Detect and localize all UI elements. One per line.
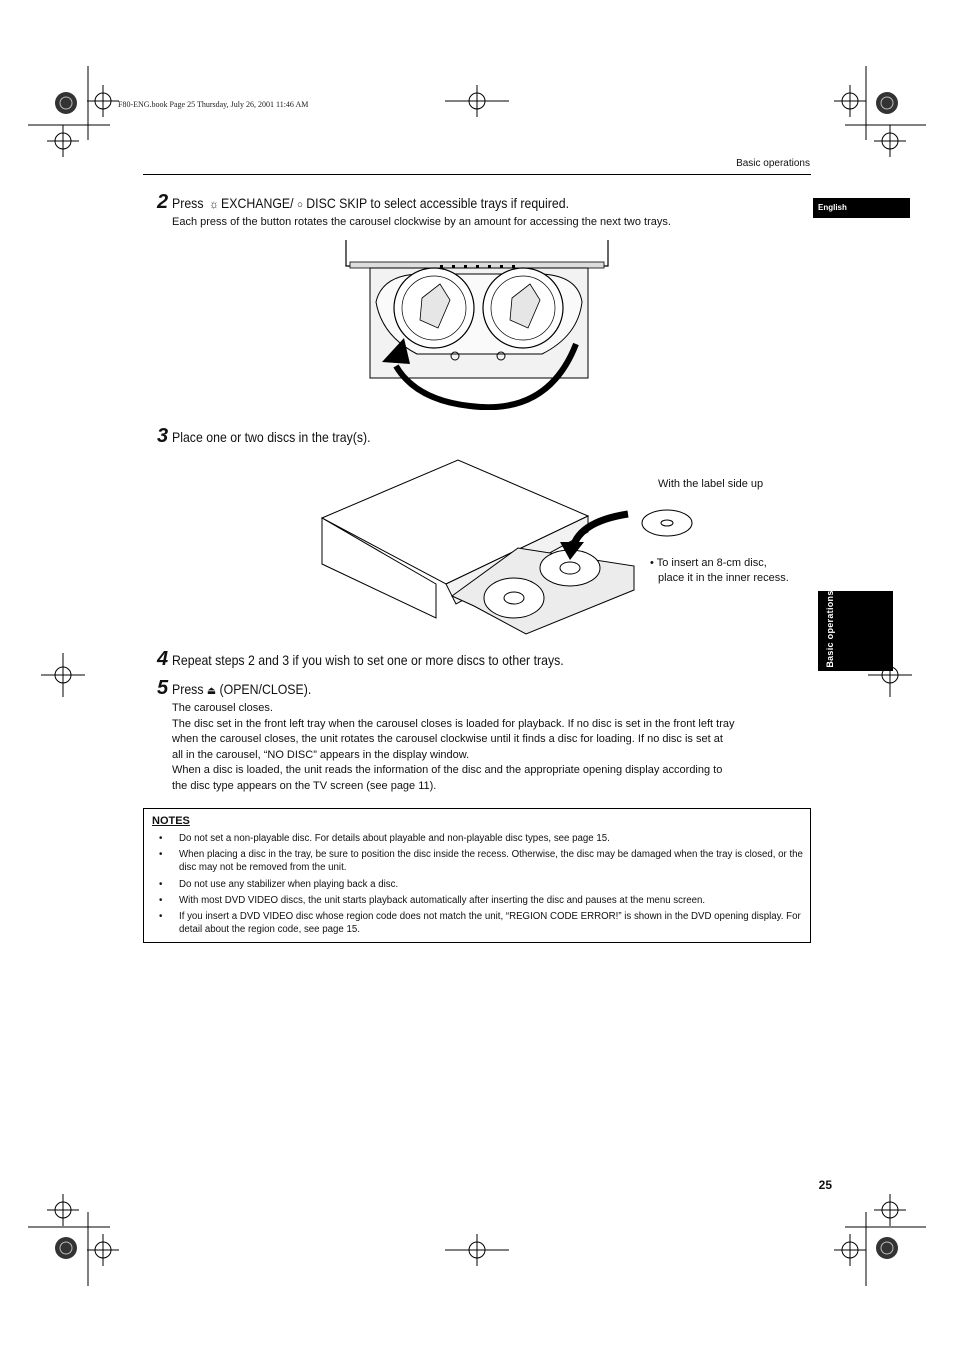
step-2-title: Press ☼EXCHANGE/ ○ DISC SKIP to select a… xyxy=(172,195,569,211)
note-item: When placing a disc in the tray, be sure… xyxy=(159,849,804,874)
note-item: With most DVD VIDEO discs, the unit star… xyxy=(159,895,804,908)
step-2-press: Press xyxy=(172,195,204,211)
note-item: Do not set a non-playable disc. For deta… xyxy=(159,833,804,846)
step-5-line: the disc type appears on the TV screen (… xyxy=(172,779,437,792)
step-2-description: Each press of the button rotates the car… xyxy=(172,216,671,228)
step-5-press: Press xyxy=(172,681,204,697)
circle-icon: ○ xyxy=(297,199,303,211)
dvd-player-illustration xyxy=(320,459,635,635)
side-tab: Basic operations xyxy=(818,590,893,671)
disc-icon xyxy=(641,509,693,537)
step-5-line: all in the carousel, “NO DISC” appears i… xyxy=(172,748,470,761)
language-tab: English xyxy=(813,198,910,218)
step-5-body: The carousel closes. The disc set in the… xyxy=(172,701,812,795)
step-2-exchange: EXCHANGE/ xyxy=(221,195,294,211)
note-item: If you insert a DVD VIDEO disc whose reg… xyxy=(159,911,804,936)
carousel-illustration xyxy=(345,240,609,410)
step-5-line: The carousel closes. xyxy=(172,702,273,714)
insert-note-line1: • To insert an 8-cm disc, xyxy=(650,557,767,569)
step-5-line: The disc set in the front left tray when… xyxy=(172,717,735,730)
step-5-line: when the carousel closes, the unit rotat… xyxy=(172,733,723,746)
notes-box: NOTES Do not set a non-playable disc. Fo… xyxy=(143,808,811,943)
side-tab-label: Basic operations xyxy=(825,590,835,668)
step-5-line: When a disc is loaded, the unit reads th… xyxy=(172,764,723,777)
notes-title: NOTES xyxy=(152,815,190,827)
label-side-up-caption: With the label side up xyxy=(658,478,764,490)
step-5-title: Press ⏏ (OPEN/CLOSE). xyxy=(172,681,311,697)
section-label: Basic operations xyxy=(736,158,810,169)
insert-note-line2: place it in the inner recess. xyxy=(658,572,789,584)
book-header-line: F80-ENG.book Page 25 Thursday, July 26, … xyxy=(118,100,309,109)
step-3-number: 3 xyxy=(157,425,169,447)
header-rule xyxy=(143,174,811,175)
page-number: 25 xyxy=(818,1178,832,1192)
step-2-rest: DISC SKIP to select accessible trays if … xyxy=(306,195,570,211)
step-3-title: Place one or two discs in the tray(s). xyxy=(172,429,371,445)
step-2-number: 2 xyxy=(157,191,169,213)
note-item: Do not use any stabilizer when playing b… xyxy=(159,879,804,892)
step-5-open-close: (OPEN/CLOSE). xyxy=(219,681,312,697)
step-4-number: 4 xyxy=(157,648,169,670)
eject-icon: ⏏ xyxy=(206,685,217,697)
step-4-title: Repeat steps 2 and 3 if you wish to set … xyxy=(172,652,564,668)
sun-icon: ☼ xyxy=(209,197,219,211)
step-5-number: 5 xyxy=(157,677,169,699)
